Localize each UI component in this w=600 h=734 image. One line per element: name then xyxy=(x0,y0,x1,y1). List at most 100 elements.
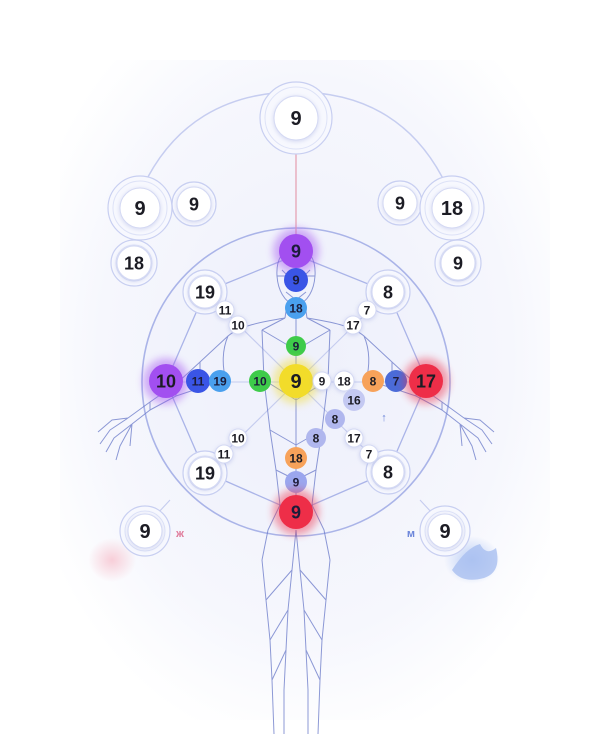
node-value: 11 xyxy=(219,303,232,317)
node-right-9: 9 xyxy=(312,371,332,391)
node-left-lightblue: 19 xyxy=(209,370,231,392)
node-value: 11 xyxy=(218,447,231,461)
node-value: 10 xyxy=(156,371,176,391)
node-value: 9 xyxy=(453,253,463,273)
node-right-blue: 7 xyxy=(385,370,407,392)
node-value: 17 xyxy=(416,371,436,391)
node-oct-br-a: 7 xyxy=(359,444,379,464)
node-oct-tr-b: 17 xyxy=(343,315,363,335)
node-disc xyxy=(385,370,407,392)
node-value: 18 xyxy=(441,198,463,220)
node-disc xyxy=(273,95,319,141)
node-value: 18 xyxy=(289,301,303,315)
node-disc xyxy=(427,513,463,549)
node-disc xyxy=(362,370,384,392)
node-female-node: 9 xyxy=(119,505,171,557)
node-disc xyxy=(285,447,307,469)
node-disc xyxy=(149,364,183,398)
node-tl-small: 9 xyxy=(171,181,217,227)
node-disc xyxy=(249,370,271,392)
node-low-orange: 18 xyxy=(285,447,307,469)
node-disc xyxy=(119,187,161,229)
node-oct-tl-a: 11 xyxy=(215,300,235,320)
node-disc xyxy=(284,268,308,292)
direction-arrow-icon: ↑ xyxy=(381,412,387,424)
node-right-red: 17 xyxy=(403,358,449,404)
node-tr-big: 18 xyxy=(419,175,485,241)
male-label: м xyxy=(407,528,415,540)
node-value: 17 xyxy=(346,318,360,332)
node-disc xyxy=(209,370,231,392)
node-disc xyxy=(116,245,152,281)
node-disc xyxy=(127,513,163,549)
node-left-green: 10 xyxy=(249,370,271,392)
node-top: 9 xyxy=(259,81,333,155)
node-left-blue: 11 xyxy=(186,369,210,393)
node-diag-8b: 8 xyxy=(306,428,326,448)
node-disc xyxy=(409,364,443,398)
female-glow xyxy=(88,538,136,582)
node-inner-ring xyxy=(187,274,223,310)
node-value: 18 xyxy=(124,253,144,273)
node-inner-ring xyxy=(439,244,477,282)
node-disc xyxy=(357,300,377,320)
female-label: ж xyxy=(175,528,184,540)
node-value: 9 xyxy=(293,475,300,489)
node-disc xyxy=(312,371,332,391)
node-disc xyxy=(279,364,313,398)
node-value: 9 xyxy=(291,241,301,261)
node-value: 9 xyxy=(134,198,145,220)
node-oct-tl: 19 xyxy=(182,269,228,315)
node-value: 9 xyxy=(395,193,405,213)
node-disc xyxy=(279,234,313,268)
node-disc xyxy=(214,444,234,464)
node-value: 10 xyxy=(253,374,267,388)
node-male-node: 9 xyxy=(419,505,471,557)
node-value: 9 xyxy=(189,194,199,214)
node-value: 8 xyxy=(370,374,377,388)
node-left-purple: 10 xyxy=(143,358,189,404)
node-inner-ring xyxy=(424,180,480,236)
node-disc xyxy=(306,428,326,448)
node-disc xyxy=(188,275,222,309)
node-tr-low: 9 xyxy=(434,239,482,287)
node-disc xyxy=(382,185,418,221)
node-disc xyxy=(228,315,248,335)
node-right-18: 18 xyxy=(333,370,355,392)
node-diag-16: 16 xyxy=(343,389,365,411)
node-chakra-brow: 9 xyxy=(284,268,308,292)
node-disc xyxy=(343,389,365,411)
node-value: 11 xyxy=(192,374,205,388)
node-value: 8 xyxy=(313,431,320,445)
node-chakra-throat: 18 xyxy=(285,297,307,319)
node-tl-big: 9 xyxy=(107,175,173,241)
node-oct-br-b: 17 xyxy=(344,428,364,448)
node-value: 7 xyxy=(393,374,400,388)
node-disc xyxy=(176,186,212,222)
node-inner-ring xyxy=(370,274,406,310)
node-disc xyxy=(343,315,363,335)
node-disc xyxy=(285,297,307,319)
node-tl-low: 18 xyxy=(110,239,158,287)
node-value: 18 xyxy=(337,374,351,388)
node-center: 9 xyxy=(273,358,319,404)
node-disc xyxy=(359,444,379,464)
node-oct-tr-a: 7 xyxy=(357,300,377,320)
node-oct-tl-b: 10 xyxy=(228,315,248,335)
node-value: 8 xyxy=(383,462,393,482)
node-value: 8 xyxy=(383,282,393,302)
node-disc xyxy=(431,187,473,229)
node-oct-bl: 19 xyxy=(182,450,228,496)
node-value: 7 xyxy=(366,447,373,461)
node-disc xyxy=(371,455,405,489)
node-value: 9 xyxy=(290,371,301,393)
node-disc xyxy=(215,300,235,320)
node-chakra-crown: 9 xyxy=(273,228,319,274)
node-disc xyxy=(186,369,210,393)
node-disc xyxy=(344,428,364,448)
node-disc xyxy=(325,409,345,429)
node-disc xyxy=(279,495,313,529)
